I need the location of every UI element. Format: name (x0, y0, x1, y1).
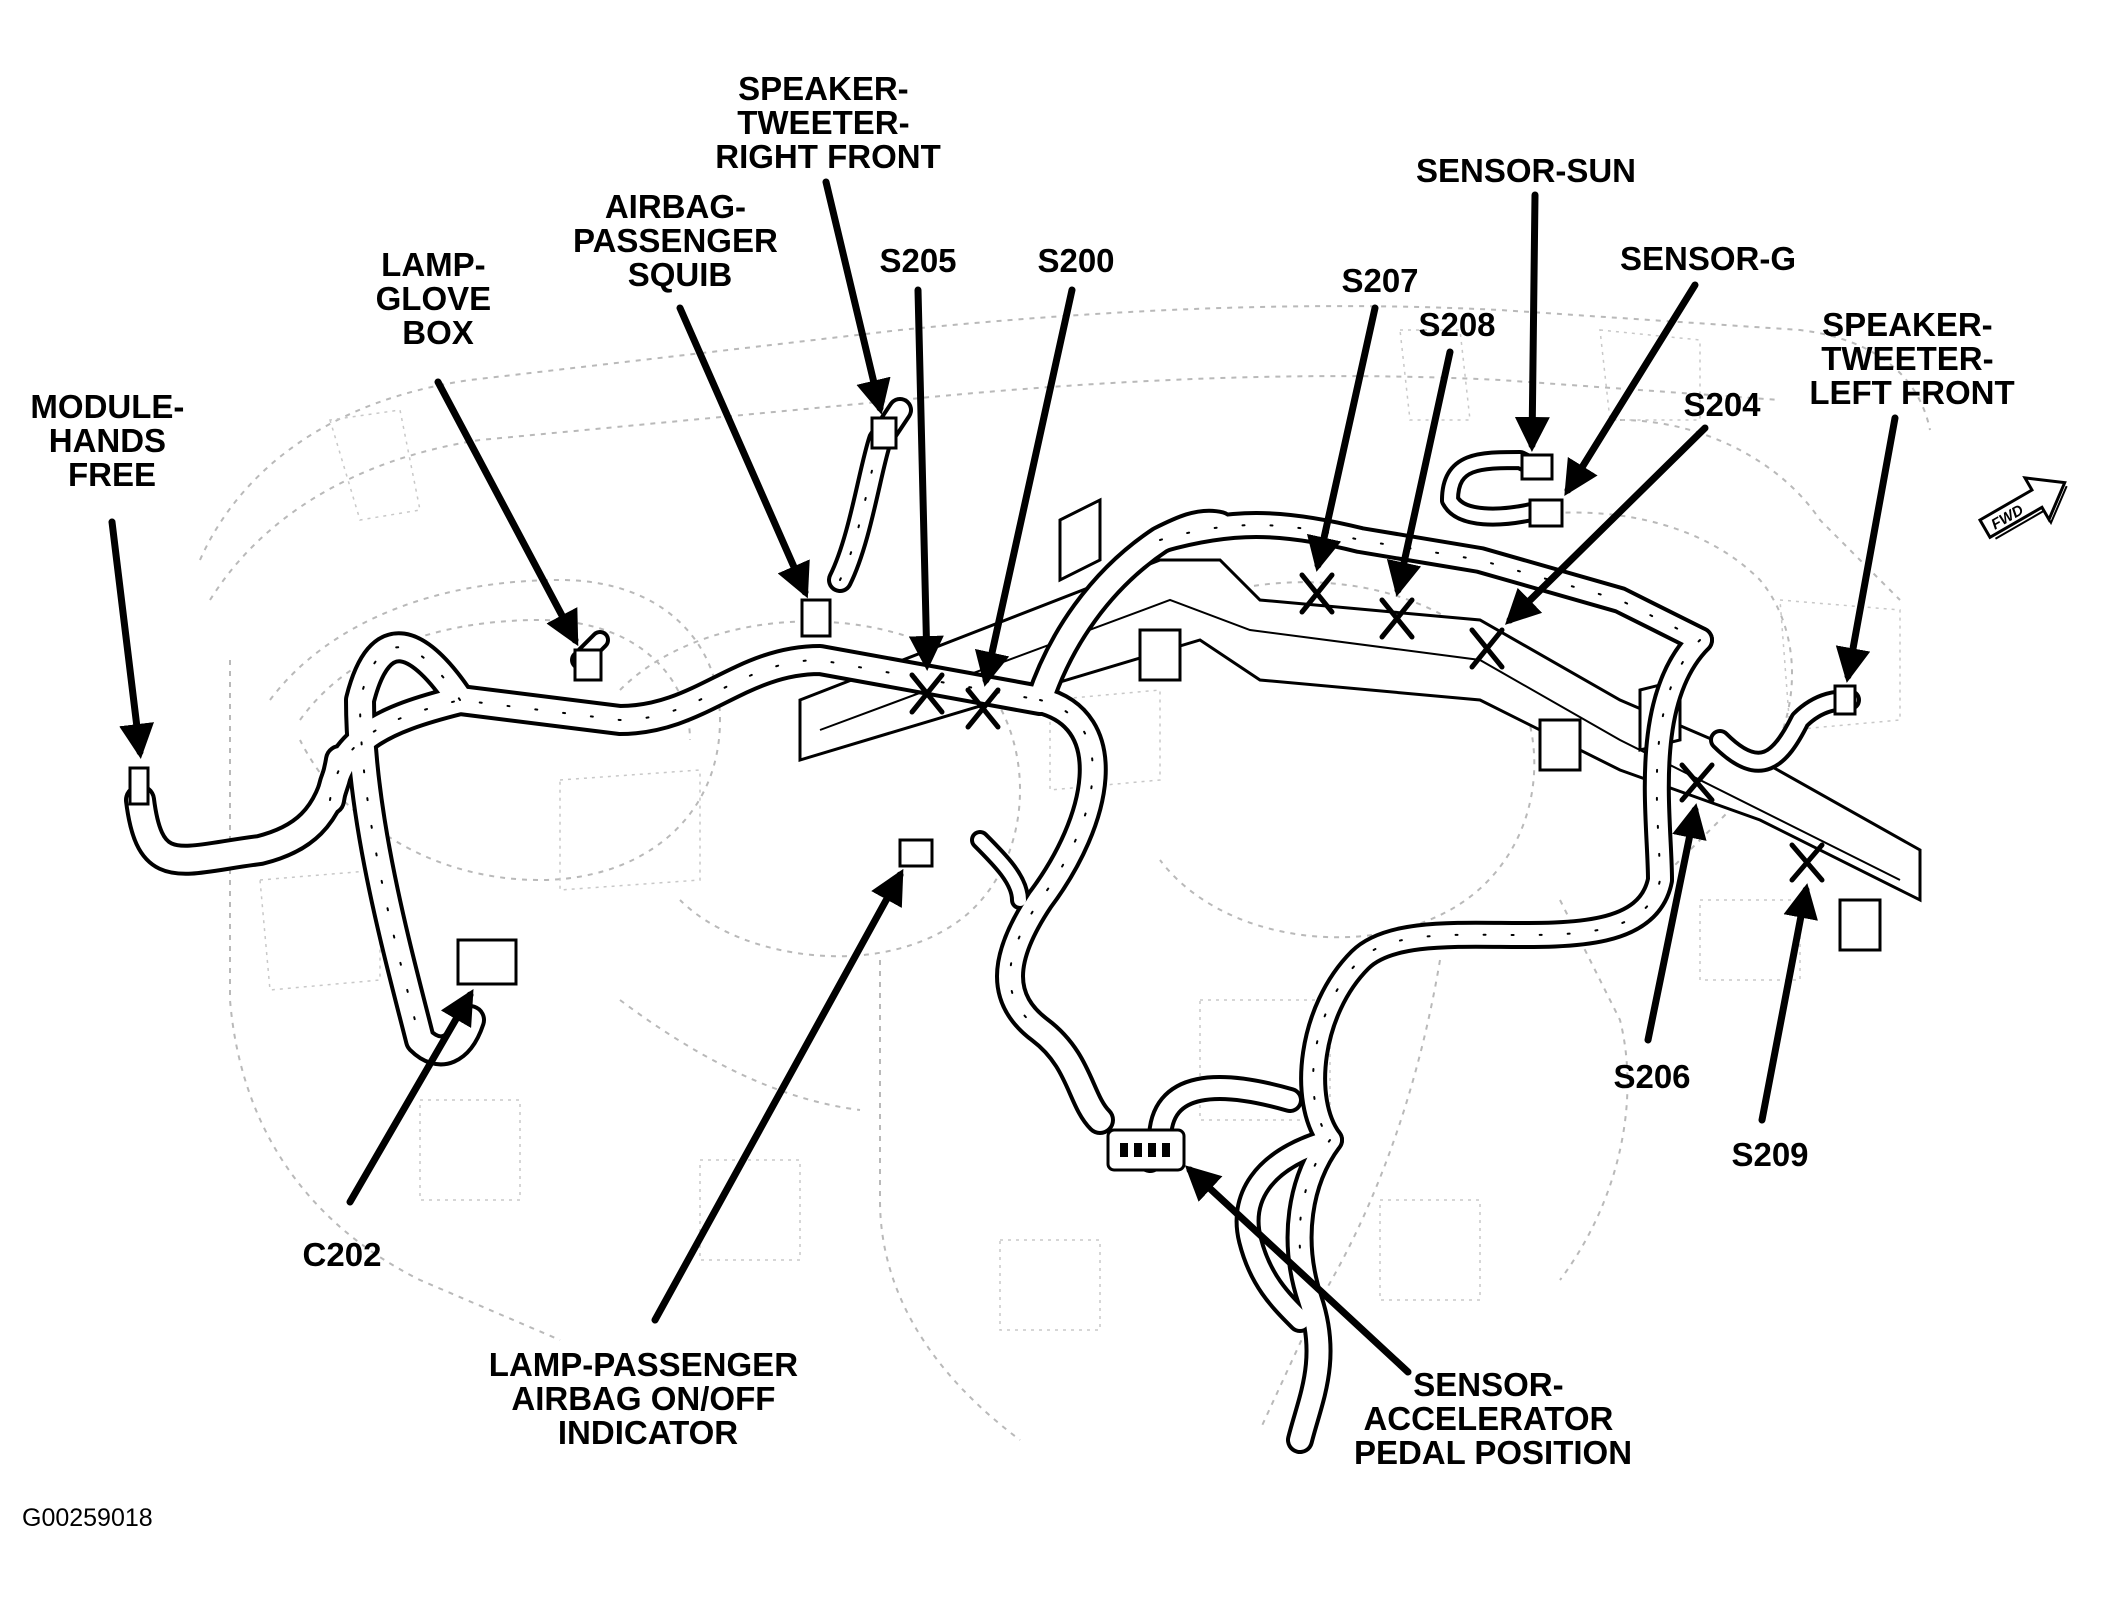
arrow-sensor-sun (1514, 191, 1550, 452)
sensor-g-connector (1528, 498, 1564, 528)
arrow-lamp-glove-box (434, 378, 579, 647)
figure-id: G00259018 (22, 1504, 153, 1532)
label-s204: S204 (1683, 386, 1761, 423)
arrow-tweeter-right (822, 178, 891, 415)
splice-s200-marker (965, 687, 1001, 730)
accelerator-sensor-connector (1106, 1128, 1186, 1172)
tweeter-right-connector (870, 416, 898, 450)
label-speaker-tweeter-left-front: SPEAKER- TWEETER- LEFT FRONT (1809, 306, 2014, 411)
label-s209: S209 (1731, 1136, 1808, 1173)
arrow-sensor-g (1564, 281, 1699, 496)
arrow-s207 (1306, 304, 1379, 572)
arrow-c202 (346, 988, 474, 1206)
label-sensor-accelerator-pedal-position: SENSOR- ACCELERATOR PEDAL POSITION (1354, 1366, 1632, 1471)
label-s208: S208 (1418, 306, 1495, 343)
arrow-tweeter-left (1835, 414, 1899, 683)
splice-s204-marker (1469, 627, 1505, 670)
arrow-s204 (1505, 424, 1709, 625)
label-airbag-passenger-squib: AIRBAG- PASSENGER SQUIB (573, 188, 787, 293)
labels: MODULE- HANDS FREE LAMP- GLOVE BOX AIRBA… (30, 70, 2014, 1471)
wiring-harness (124, 397, 1861, 1454)
label-module-hands-free: MODULE- HANDS FREE (30, 388, 193, 493)
lamp-glove-box-connector (573, 648, 603, 682)
leader-arrows (108, 178, 1899, 1376)
splice-s207-marker (1299, 572, 1335, 615)
arrow-s208 (1386, 348, 1454, 597)
tweeter-left-connector (1833, 684, 1857, 716)
fwd-arrow-icon: FWD (1977, 476, 2068, 540)
label-s207: S207 (1341, 262, 1418, 299)
label-lamp-glove-box: LAMP- GLOVE BOX (376, 246, 501, 351)
arrow-s200 (974, 286, 1076, 687)
label-s206: S206 (1613, 1058, 1690, 1095)
label-c202: C202 (303, 1236, 382, 1273)
arrow-airbag-squib (676, 304, 810, 599)
label-speaker-tweeter-right-front: SPEAKER- TWEETER- RIGHT FRONT (715, 70, 940, 175)
connectors (128, 416, 1857, 1172)
arrow-s205 (908, 286, 944, 671)
arrow-module-hands-free (108, 518, 154, 759)
label-sensor-sun: SENSOR-SUN (1416, 152, 1636, 189)
c202-connector (456, 938, 518, 986)
airbag-indicator-lamp-connector (898, 838, 934, 868)
splice-s205-marker (909, 672, 945, 715)
arrow-s206 (1644, 803, 1707, 1044)
sensor-sun-connector (1520, 453, 1554, 481)
arrow-accelerator-sensor (1184, 1165, 1412, 1376)
splice-s209-marker (1789, 842, 1825, 883)
label-lamp-passenger-airbag-indicator: LAMP-PASSENGER AIRBAG ON/OFF INDICATOR (489, 1346, 807, 1451)
airbag-squib-connector (800, 598, 832, 638)
label-sensor-g: SENSOR-G (1620, 240, 1796, 277)
arrow-airbag-indicator (651, 868, 904, 1324)
label-s205: S205 (879, 242, 956, 279)
module-hands-free-connector (128, 766, 150, 806)
splice-s208-marker (1379, 597, 1415, 640)
splice-s206-marker (1679, 762, 1715, 803)
label-s200: S200 (1037, 242, 1114, 279)
arrow-s209 (1758, 883, 1818, 1124)
splice-markers (909, 572, 1825, 883)
